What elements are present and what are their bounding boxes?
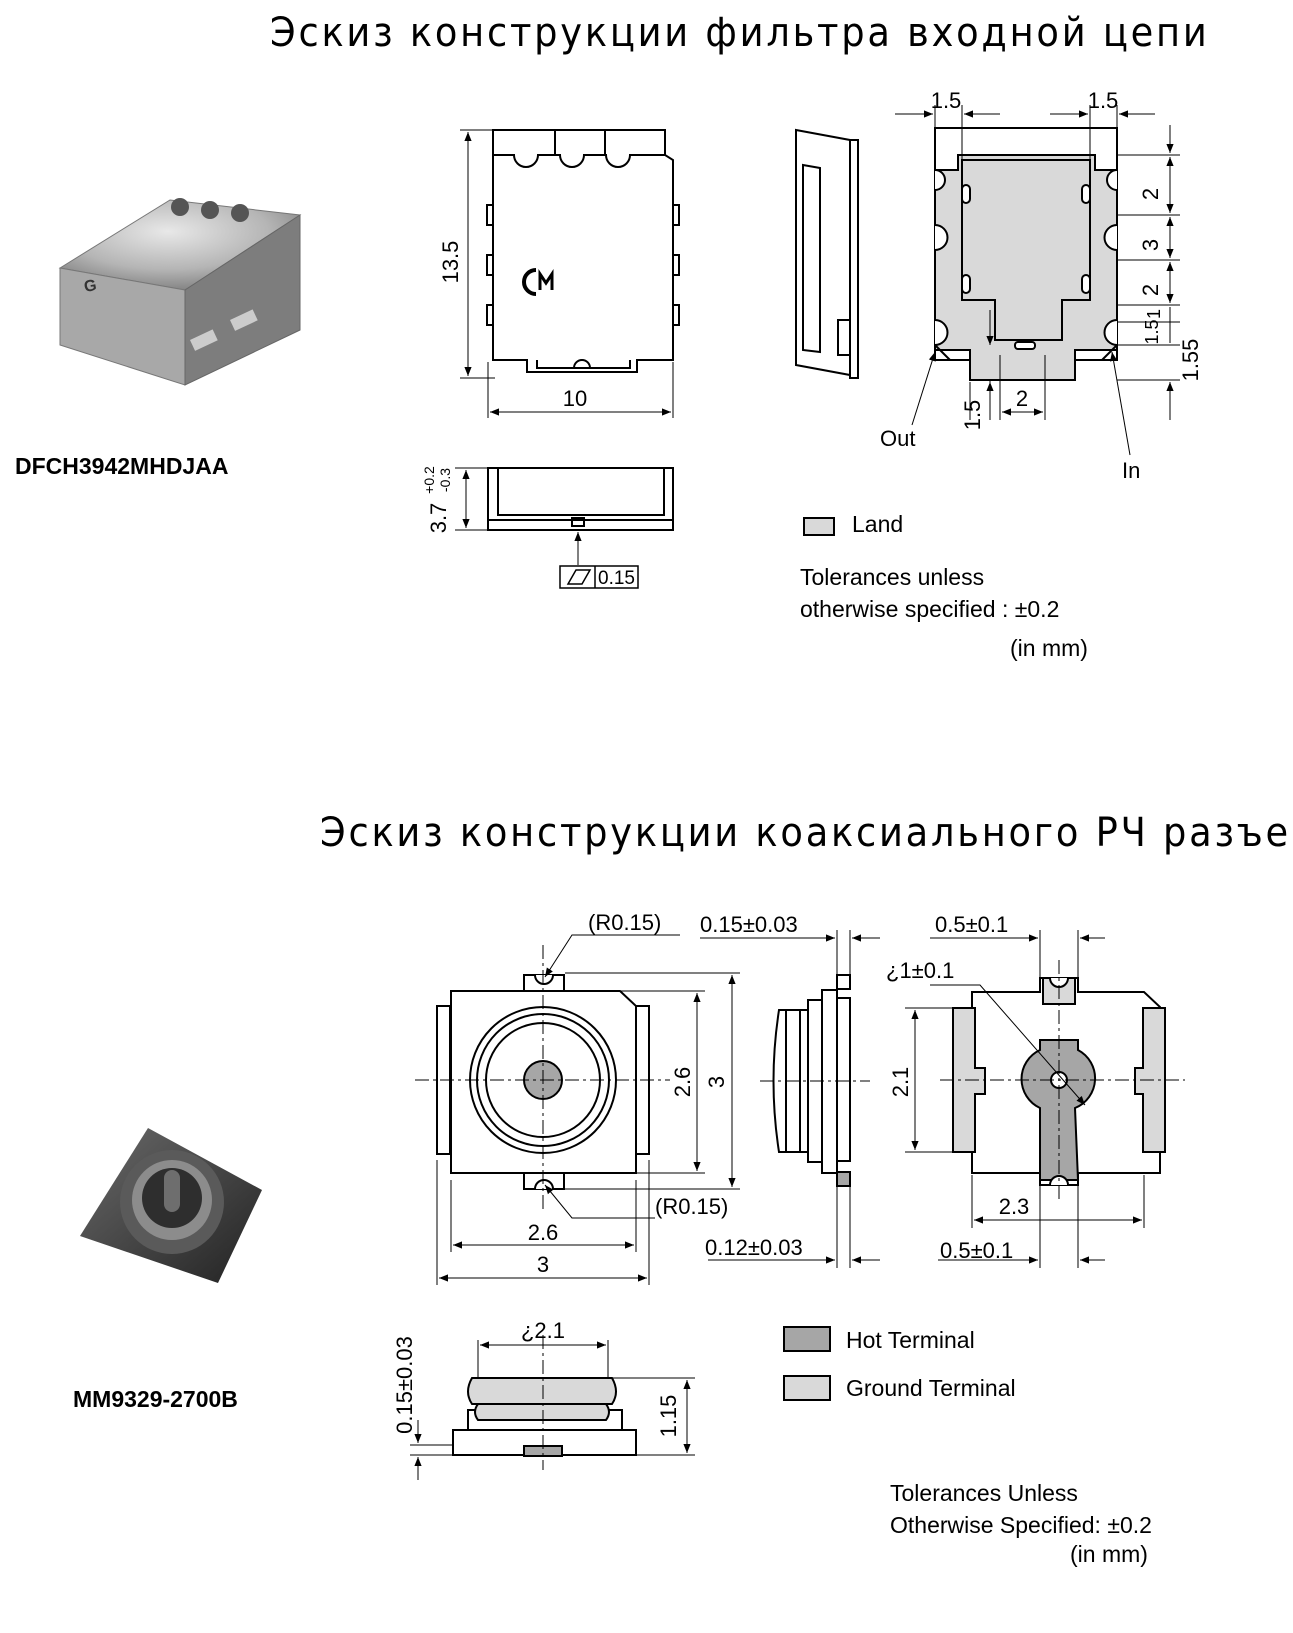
logo-icon [522, 268, 554, 296]
filter-pitch-right: 1.5 [1088, 88, 1119, 113]
connector-tolerance-line2: Otherwise Specified: ±0.2 [890, 1512, 1152, 1538]
filter-dim-width [487, 362, 674, 418]
filter-pitch-4: 1.5 [1142, 319, 1162, 344]
connector-profile-dims [410, 1340, 695, 1480]
connector-pad-top-dim: 0.5±0.1 [935, 912, 1008, 937]
flatness-symbol [559, 565, 639, 589]
connector-side-base: 0.15±0.03 [392, 1336, 417, 1434]
filter-pitch-6: 1.55 [1178, 339, 1203, 382]
filter-bottom-dim-1: 1.5 [960, 400, 985, 431]
filter-land-view [934, 127, 1118, 381]
filter-units: (in mm) [1010, 635, 1088, 661]
filter-in-label: In [1122, 458, 1140, 483]
connector-top-centerlines [415, 945, 670, 1210]
connector-land-dims [905, 930, 1145, 1268]
connector-h-outer: 3 [704, 1076, 729, 1088]
title-filter: Эскиз конструкции фильтра входной цепи [270, 10, 1210, 56]
connector-hole-dim: ¿1±0.1 [886, 958, 954, 983]
filter-tolerance-line1: Tolerances unless [800, 564, 985, 590]
connector-r-top: (R0.15) [588, 910, 661, 935]
connector-r-bottom: (R0.15) [655, 1194, 728, 1219]
filter-pitch-left: 1.5 [931, 88, 962, 113]
filter-top-view [486, 129, 680, 373]
filter-bottom-dim-2: 2 [1016, 386, 1028, 411]
connector-land-centerlines [940, 960, 1185, 1200]
legend-hot-label: Hot Terminal [846, 1327, 975, 1353]
connector-pad-h-dim: 2.1 [888, 1067, 913, 1098]
connector-pad-bottom-dim: 0.5±0.1 [940, 1238, 1013, 1263]
title-connector: Эскиз конструкции коаксиального РЧ разъе… [320, 810, 1293, 856]
part-number-connector: MM9329-2700B [73, 1386, 238, 1412]
connector-profile-view [452, 1377, 637, 1457]
filter-thickness-tol-plus: +0.2 [421, 466, 437, 494]
filter-tolerance-line2: otherwise specified : ±0.2 [800, 596, 1060, 622]
filter-thickness-tol-minus: -0.3 [437, 468, 453, 492]
connector-w-outer: 3 [537, 1252, 549, 1277]
filter-land-dims [895, 105, 1180, 456]
filter-pitch-3: 2 [1138, 284, 1163, 296]
connector-units: (in mm) [1070, 1541, 1148, 1567]
connector-top-plate-dim: 0.15±0.03 [700, 912, 798, 937]
filter-thickness-label: 3.7 [426, 503, 451, 534]
connector-h-inner: 2.6 [670, 1067, 695, 1098]
flatness-value: 0.15 [598, 568, 635, 589]
connector-top-dims [436, 934, 740, 1285]
connector-bottom-plate-dim: 0.12±0.03 [705, 1235, 803, 1260]
connector-pad-w-dim: 2.3 [999, 1194, 1030, 1219]
filter-dim-height [460, 129, 495, 379]
filter-thickness-dim [455, 467, 582, 565]
filter-pitch-1: 2 [1138, 188, 1163, 200]
connector-side-height: 1.15 [656, 1395, 681, 1438]
legend-hot-swatch [783, 1326, 831, 1352]
filter-thickness-view [487, 467, 674, 531]
filter-pitch-5: 1 [1144, 309, 1164, 319]
legend-land-label: Land [852, 511, 903, 537]
filter-out-label: Out [880, 426, 915, 451]
filter-photo: G [58, 198, 302, 386]
connector-tolerance-line1: Tolerances Unless [890, 1480, 1078, 1506]
part-number-filter: DFCH3942MHDJAA [15, 453, 229, 479]
connector-side-dia: ¿2.1 [521, 1318, 565, 1343]
filter-side-view [795, 128, 859, 379]
legend-ground-label: Ground Terminal [846, 1375, 1016, 1401]
connector-side-dims [700, 930, 880, 1268]
filter-dim-width-label: 10 [563, 386, 587, 411]
legend-ground-swatch [783, 1375, 831, 1401]
filter-pitch-2: 3 [1138, 239, 1163, 251]
filter-dim-height-label: 13.5 [438, 241, 463, 284]
svg-text:G: G [83, 277, 98, 296]
connector-photo [80, 1128, 262, 1283]
connector-w-inner: 2.6 [528, 1220, 559, 1245]
legend-land-swatch [803, 517, 835, 536]
